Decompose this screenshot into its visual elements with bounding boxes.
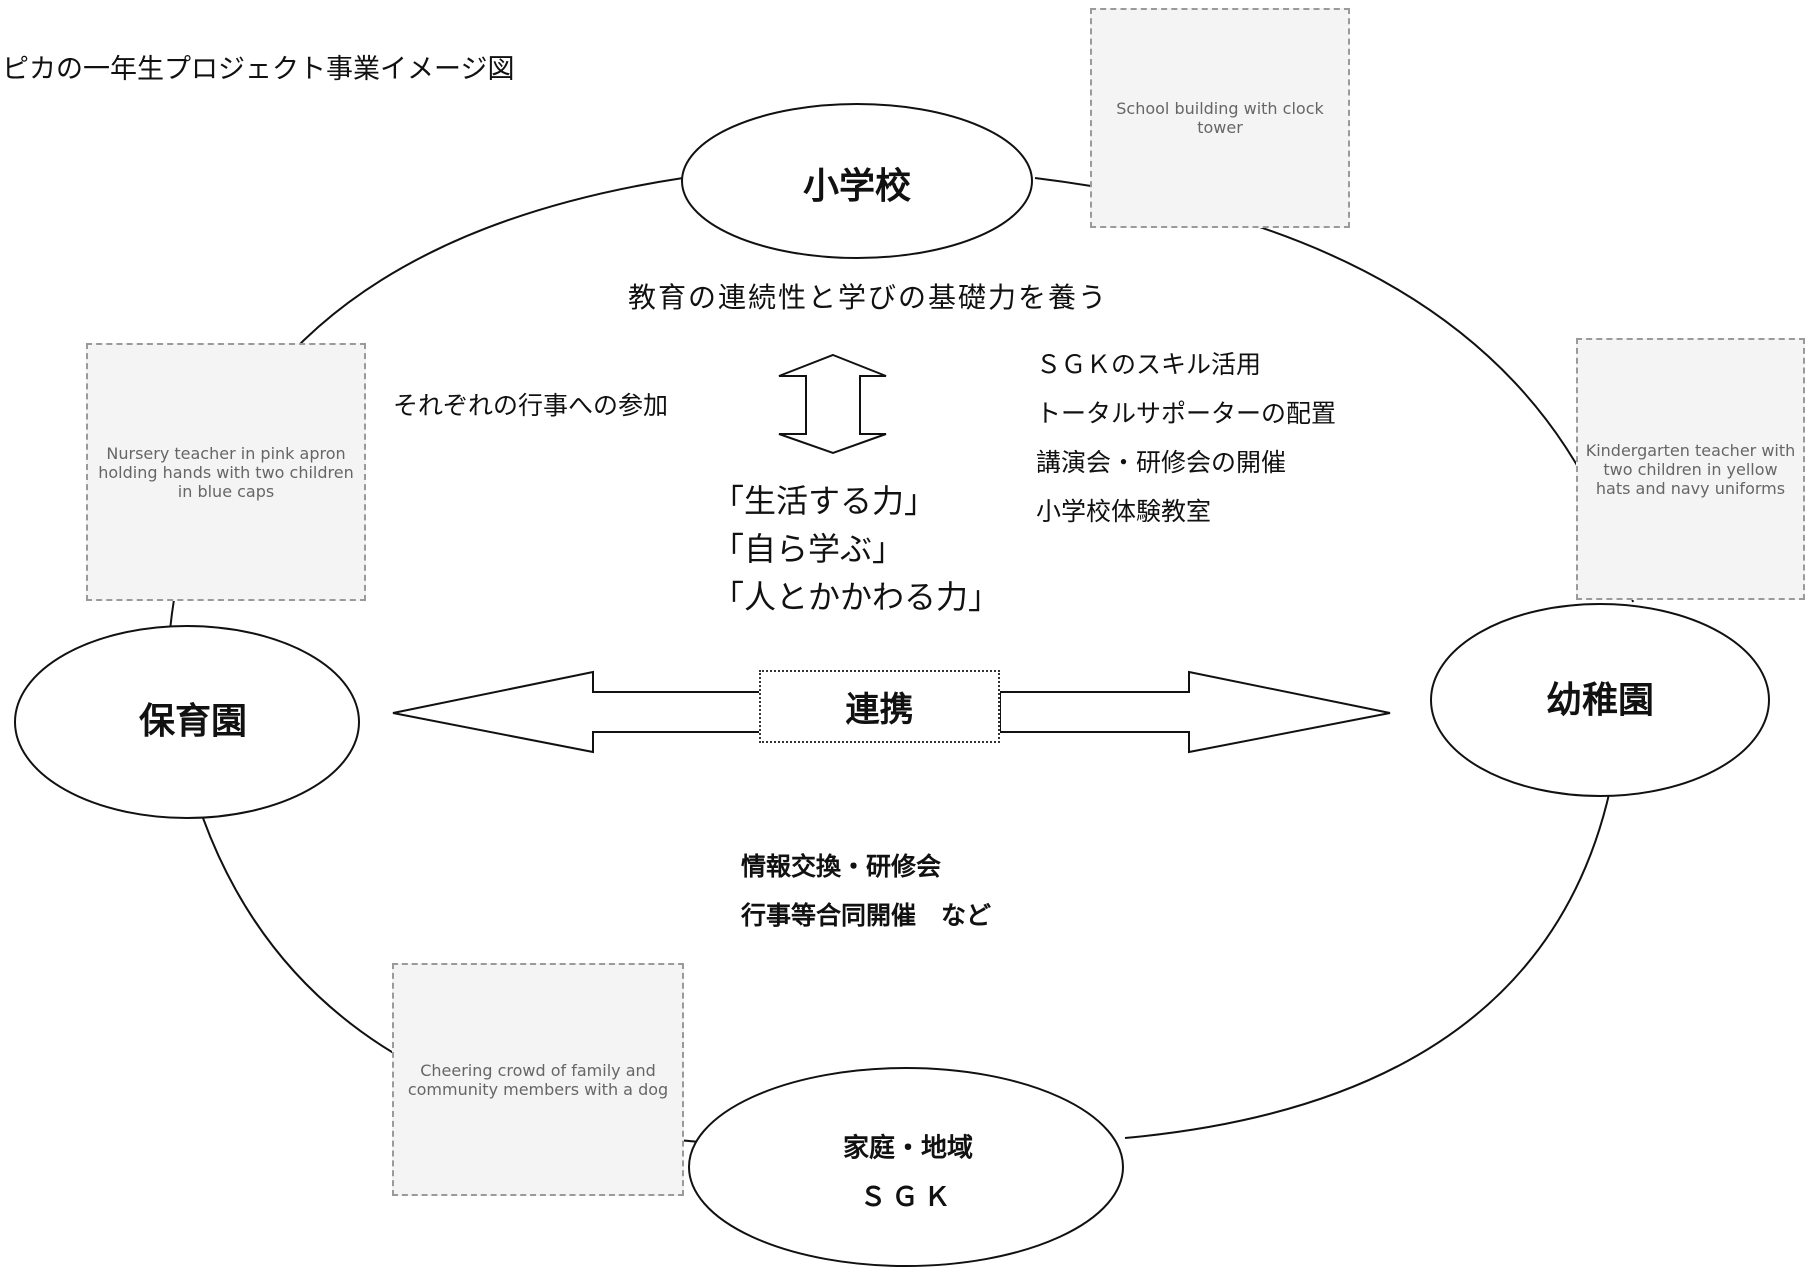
exchange-item: 行事等合同開催 など bbox=[741, 901, 992, 930]
exchange-item: 情報交換・研修会 bbox=[741, 852, 942, 881]
school-building-image: School building with clock tower bbox=[1090, 8, 1350, 228]
vertical-double-arrow bbox=[778, 353, 887, 455]
sgk-activity-item: 小学校体験教室 bbox=[1036, 497, 1212, 526]
goal-text: 教育の連続性と学びの基礎力を養う bbox=[628, 281, 1109, 314]
quality-item: 「自ら学ぶ」 bbox=[712, 530, 905, 568]
quality-item: 「生活する力」 bbox=[712, 482, 937, 520]
connector-kindergarten-home bbox=[1124, 789, 1611, 1139]
exchange-list: 情報交換・研修会 行事等合同開催 など bbox=[741, 842, 991, 940]
left-arrow bbox=[392, 670, 761, 754]
collaboration-box: 連携 bbox=[759, 670, 1000, 743]
home-community-label: 家庭・地域 bbox=[842, 1133, 974, 1164]
kindergarten-staff-image: Kindergarten teacher with two children i… bbox=[1576, 338, 1805, 600]
quality-item: 「人とかかわる力」 bbox=[712, 578, 1001, 616]
nursery-node bbox=[14, 625, 360, 819]
community-image: Cheering crowd of family and community m… bbox=[392, 963, 684, 1196]
sgk-activity-item: 講演会・研修会の開催 bbox=[1036, 448, 1287, 477]
collaboration-label: 連携 bbox=[845, 690, 914, 730]
nursery-staff-image: Nursery teacher in pink apron holding ha… bbox=[86, 343, 366, 601]
qualities-list: 「生活する力」 「自ら学ぶ」 「人とかかわる力」 bbox=[712, 477, 1000, 621]
home-node bbox=[688, 1067, 1124, 1267]
sgk-activity-item: トータルサポーターの配置 bbox=[1036, 399, 1337, 428]
page-title: ピカの一年生プロジェクト事業イメージ図 bbox=[2, 54, 515, 85]
right-arrow bbox=[999, 670, 1391, 754]
kindergarten-label: 幼稚園 bbox=[1545, 680, 1655, 721]
school-node bbox=[681, 103, 1033, 259]
sgk-activities-list: ＳＧＫのスキル活用 トータルサポーターの配置 講演会・研修会の開催 小学校体験教… bbox=[1036, 340, 1336, 536]
kindergarten-node bbox=[1430, 603, 1770, 797]
sgk-activity-item: ＳＧＫのスキル活用 bbox=[1036, 350, 1262, 379]
events-participation-text: それぞれの行事への参加 bbox=[393, 391, 669, 420]
school-label: 小学校 bbox=[802, 166, 912, 207]
sgk-label: ＳＧＫ bbox=[859, 1182, 957, 1213]
nursery-label: 保育園 bbox=[138, 701, 248, 742]
